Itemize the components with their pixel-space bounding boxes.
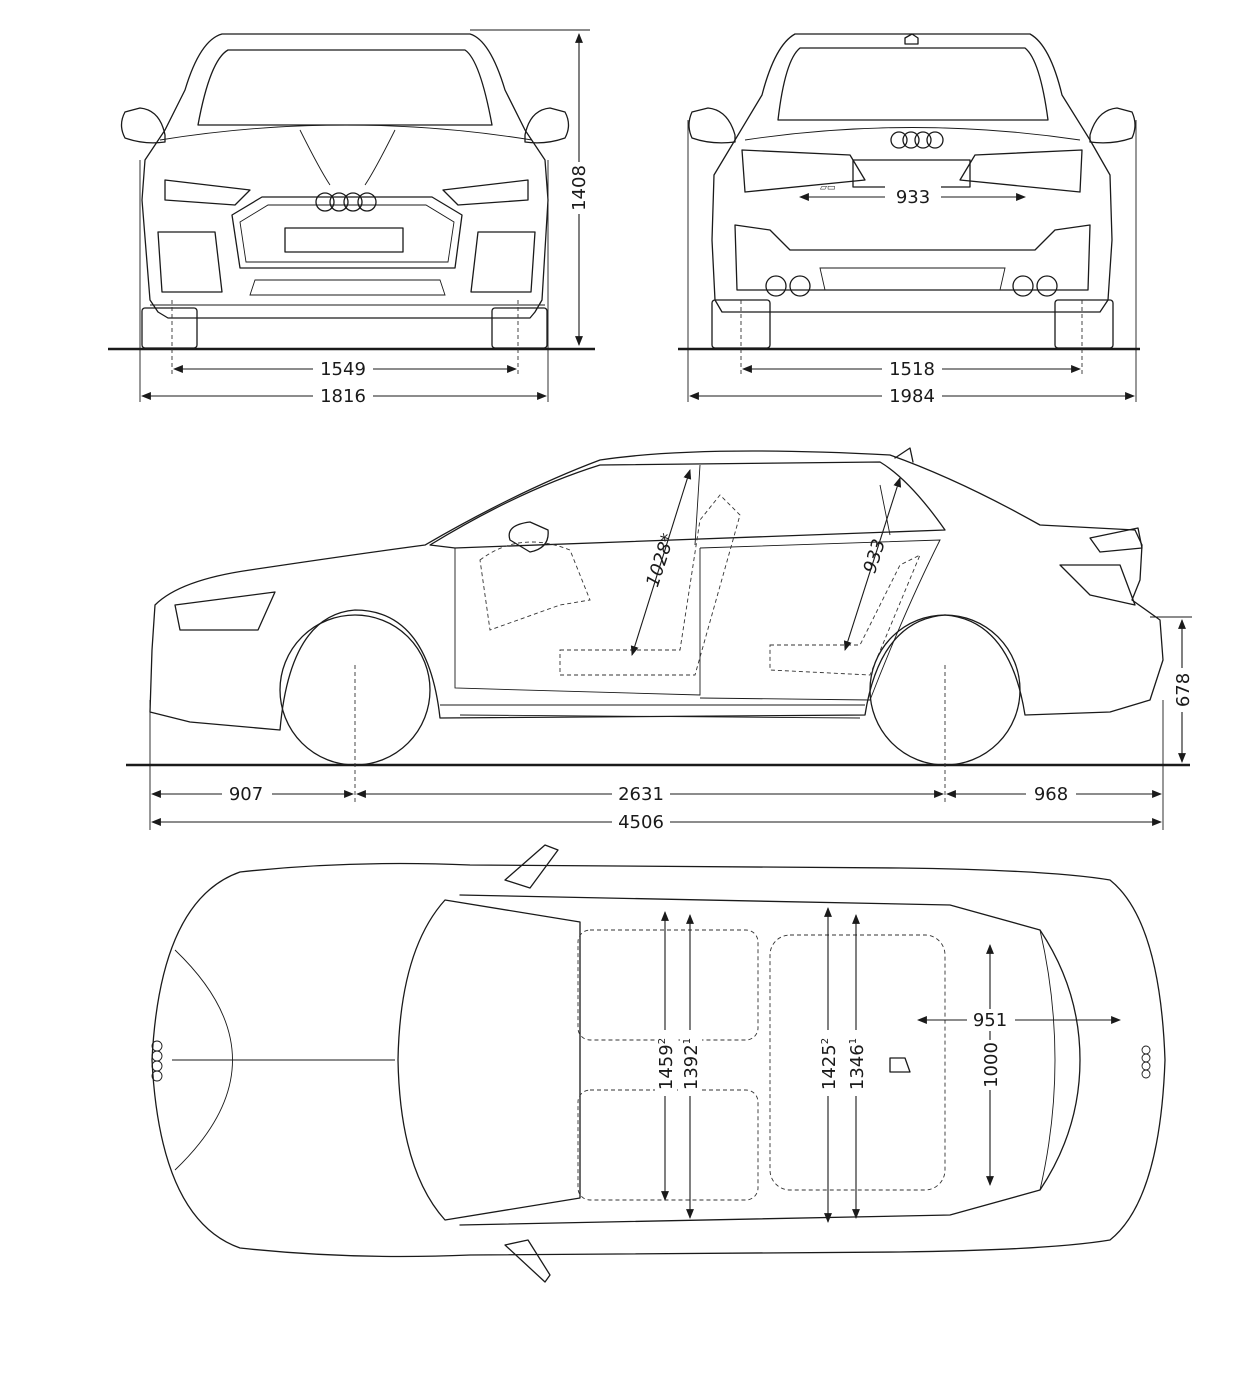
top-shoulder-rear-value: 1425 [819, 1044, 840, 1090]
front-right-headlight [442, 179, 529, 206]
top-elbow-rear-label: 13461 [847, 1038, 868, 1090]
rear-license-plate [852, 159, 971, 188]
side-view: 1028* 933 678 907 2631 968 4506 [126, 447, 1194, 833]
front-left-mirror [120, 107, 166, 144]
top-windshield [397, 899, 581, 1221]
rear-exhaust-pipes [765, 275, 1058, 297]
top-left-mirror [504, 844, 559, 889]
front-rings-logo [315, 192, 377, 212]
side-headlight [174, 591, 276, 631]
rear-diffuser-inner [819, 267, 1006, 291]
rear-diffuser [734, 224, 1091, 291]
top-rear-rings-logo [1141, 1045, 1151, 1079]
top-shoulder-front-sup: 2 [657, 1038, 668, 1044]
side-rear-overhang-label: 968 [1034, 784, 1068, 805]
front-left-headlight [164, 179, 251, 206]
side-front-overhang-label: 907 [229, 784, 263, 805]
top-right-mirror [504, 1239, 551, 1283]
rear-right-tire [1054, 299, 1114, 349]
front-right-tire [491, 307, 548, 349]
rear-window [777, 47, 1049, 121]
top-elbow-front-value: 1392 [681, 1044, 702, 1090]
front-hood-line [159, 124, 533, 141]
side-front-door [454, 548, 701, 696]
top-shoulder-front-value: 1459 [656, 1044, 677, 1090]
top-elbow-rear-sup: 1 [848, 1038, 859, 1044]
side-body-outline [149, 450, 1164, 731]
front-height-label: 1408 [569, 165, 590, 211]
side-rear-door [699, 539, 941, 701]
front-width-label: 1816 [320, 386, 366, 407]
side-mirror [508, 521, 549, 553]
front-left-intake [157, 231, 223, 293]
front-track-label: 1549 [320, 359, 366, 380]
rear-track-label: 1518 [889, 359, 935, 380]
side-windows [429, 461, 946, 549]
top-rear-window-edge [1039, 929, 1056, 1191]
rear-trunk-width-label: 933 [896, 187, 930, 208]
rear-right-mirror [1089, 107, 1136, 144]
top-body-outline [151, 862, 1166, 1258]
top-hood-lines [172, 949, 395, 1171]
side-antenna-icon [894, 447, 914, 463]
front-hood-creases [299, 129, 396, 186]
front-grille [231, 196, 463, 269]
rear-left-taillight [741, 149, 866, 193]
front-left-tire [141, 307, 198, 349]
front-windshield [197, 49, 493, 126]
front-lower-grille [249, 279, 446, 296]
top-elbow-front-sup: 1 [682, 1038, 693, 1044]
rear-antenna-icon [904, 33, 919, 45]
top-shoulder-rear-label: 14252 [819, 1038, 840, 1090]
rear-width-label: 1984 [889, 386, 935, 407]
top-front-left-seat [577, 929, 759, 1041]
top-shoulder-front-label: 14592 [656, 1038, 677, 1090]
rear-view: ▱▭ 933 1518 1984 [678, 33, 1140, 407]
front-license-plate [284, 227, 404, 253]
side-length-label: 4506 [618, 812, 664, 833]
side-sill-lower [459, 714, 861, 719]
side-taillight [1059, 564, 1136, 606]
rear-right-taillight [959, 149, 1083, 193]
top-view: 14592 13921 14252 13461 1000 951 [151, 844, 1166, 1283]
rear-left-mirror [688, 107, 736, 144]
rear-spoiler-line [744, 127, 1081, 141]
front-right-mirror [524, 107, 570, 144]
top-elbow-front-label: 13921 [681, 1038, 702, 1090]
rear-badge-icon: ▱▭ [820, 183, 835, 193]
top-roof [459, 894, 1081, 1226]
side-wheelbase-label: 2631 [618, 784, 664, 805]
front-view: 1408 1549 1816 [108, 29, 595, 407]
rear-rings-logo [890, 131, 944, 149]
top-front-right-seat [577, 1089, 759, 1201]
front-right-intake [470, 231, 536, 293]
top-front-rings-logo [151, 1040, 163, 1082]
front-body-outline [141, 33, 549, 319]
rear-body-outline [711, 33, 1113, 313]
top-trunk-width-label: 1000 [981, 1042, 1002, 1088]
side-load-height-label: 678 [1173, 673, 1194, 707]
top-trunk-length-label: 951 [973, 1010, 1007, 1031]
side-headroom-front-label: 1028* [642, 531, 679, 590]
top-elbow-rear-value: 1346 [847, 1044, 868, 1090]
side-rear-spoiler [1089, 527, 1143, 553]
side-steering-area [479, 541, 591, 631]
side-rear-seat [769, 554, 921, 676]
top-shoulder-rear-sup: 2 [820, 1038, 831, 1044]
top-fuel-cap-icon [889, 1057, 911, 1073]
front-grille-inner [239, 204, 455, 263]
